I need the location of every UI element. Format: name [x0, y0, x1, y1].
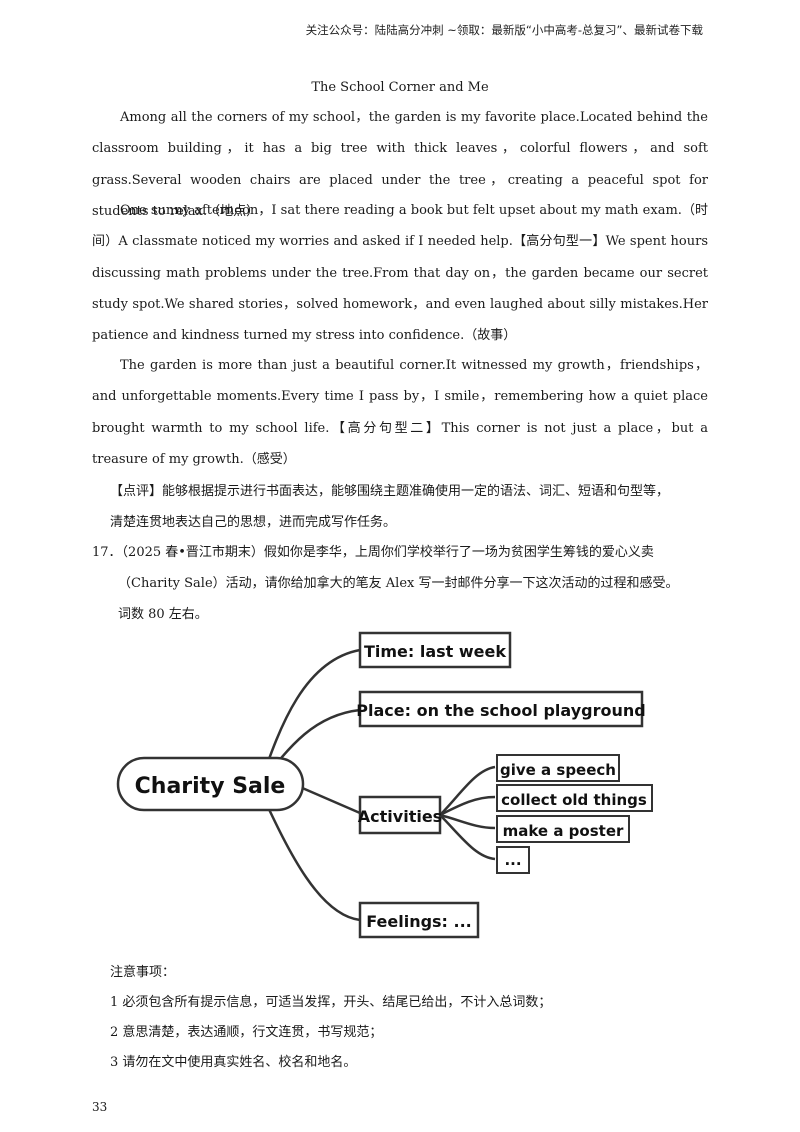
activity-item-box	[496, 784, 653, 812]
essay-paragraph-1: Among all the corners of my school，the g…	[92, 102, 708, 227]
notes-heading: 注意事项：	[110, 965, 176, 980]
activity-item-box	[496, 754, 620, 782]
question-number: 17．	[92, 545, 122, 560]
feelings-node	[358, 901, 480, 939]
feelings-node-label: Feelings: ...	[366, 912, 472, 931]
notes-item: 3 请勿在文中使用真实姓名、校名和地名。	[110, 1055, 357, 1070]
activity-item-label: give a speech	[500, 761, 616, 779]
question-line-1: 17．（2025 春•晋江市期末）假如你是李华，上周你们学校举行了一场为贫困学生…	[92, 537, 712, 568]
essay-paragraph-1-text: Among all the corners of my school，the g…	[92, 110, 708, 219]
essay-paragraph-3: The garden is more than just a beautiful…	[92, 350, 708, 475]
activity-item-label: ...	[504, 851, 521, 869]
activity-item-label: make a poster	[503, 822, 624, 840]
comment-block: 【点评】能够根据提示进行书面表达，能够围绕主题准确使用一定的语法、词汇、短语和句…	[110, 476, 710, 538]
question-line-1-text: （2025 春•晋江市期末）假如你是李华，上周你们学校举行了一场为贫困学生筹钱的…	[121, 545, 654, 560]
connector-speech	[439, 765, 496, 816]
mind-map: Charity Sale Time: last week Place: on t…	[116, 631, 653, 939]
question-line-3: 词数 80 左右。	[118, 607, 208, 622]
activities-node	[358, 795, 442, 835]
essay-paragraph-2-text: One sunny afternoon，I sat there reading …	[92, 203, 708, 344]
notes-item: 2 意思清楚，表达通顺，行文连贯，书写规范；	[110, 1025, 383, 1040]
notes-block: 注意事项： 1 必须包含所有提示信息，可适当发挥，开头、结尾已给出，不计入总词数…	[110, 958, 710, 1078]
activity-item-label: collect old things	[501, 791, 647, 809]
time-node	[358, 631, 512, 669]
connector-collect	[439, 795, 496, 817]
essay-paragraph-2: One sunny afternoon，I sat there reading …	[92, 195, 708, 351]
connector-feelings	[258, 789, 361, 922]
comment-line-1: 【点评】能够根据提示进行书面表达，能够围绕主题准确使用一定的语法、词汇、短语和句…	[110, 484, 670, 499]
essay-paragraph-3-text: The garden is more than just a beautiful…	[92, 358, 708, 467]
notes-item: 1 必须包含所有提示信息，可适当发挥，开头、结尾已给出，不计入总词数；	[110, 995, 552, 1010]
question-17: 17．（2025 春•晋江市期末）假如你是李华，上周你们学校举行了一场为贫困学生…	[92, 537, 712, 630]
connector-more	[439, 814, 496, 861]
connector-poster	[439, 813, 496, 830]
connector-activities	[299, 785, 361, 815]
center-node	[116, 756, 305, 812]
center-node-label: Charity Sale	[135, 774, 286, 799]
question-line-2: （Charity Sale）活动，请你给加拿大的笔友 Alex 写一封邮件分享一…	[118, 576, 679, 591]
essay-title: The School Corner and Me	[311, 80, 489, 95]
activity-item-box	[496, 846, 530, 874]
activity-item-box	[496, 815, 630, 843]
place-node-label: Place: on the school playground	[356, 701, 645, 720]
place-node	[358, 690, 644, 728]
page-header: 关注公众号：陆陆高分冲刺 ~领取：最新版“小中高考-总复习”、最新试卷下载	[305, 23, 703, 37]
comment-line-2: 清楚连贯地表达自己的思想，进而完成写作任务。	[110, 515, 397, 530]
page-number: 33	[92, 1100, 108, 1114]
activities-node-label: Activities	[358, 807, 442, 826]
time-node-label: Time: last week	[364, 642, 506, 661]
